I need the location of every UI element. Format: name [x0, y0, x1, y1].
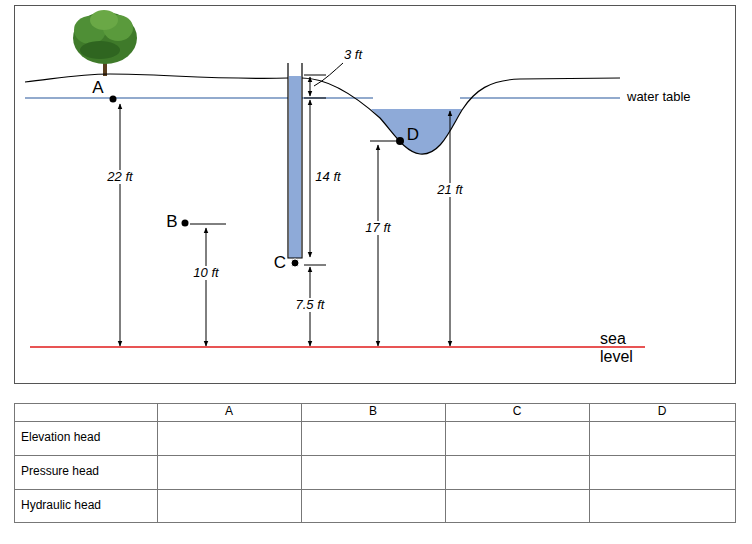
table-header: B [369, 405, 377, 419]
table-header: C [513, 405, 522, 419]
frame [15, 6, 736, 384]
pond [371, 109, 462, 154]
well [288, 63, 302, 258]
sea-level-line [30, 346, 645, 348]
dimension-label: 21 ft [435, 183, 464, 198]
point-dot [291, 259, 299, 267]
point-label: C [274, 253, 286, 273]
dimension-label: 14 ft [313, 170, 342, 185]
table-row-label: Hydraulic head [21, 499, 101, 513]
sea-level-label: sea level [600, 330, 644, 367]
dimension-label: 17 ft [363, 221, 392, 236]
dimension-label: 22 ft [105, 170, 134, 185]
table-row-label: Elevation head [21, 431, 100, 445]
point-label: D [407, 125, 419, 145]
table-row-label: Pressure head [21, 465, 99, 479]
table-grid [15, 404, 736, 523]
ground-surface [25, 74, 620, 154]
tree [73, 10, 137, 76]
dimension-label: 10 ft [191, 266, 220, 281]
dimension-label: 7.5 ft [294, 298, 327, 313]
point-label: A [92, 78, 103, 98]
point-label: B [166, 212, 177, 232]
water-table-label: water table [625, 90, 693, 105]
point-dot [182, 220, 189, 227]
point-dot [396, 137, 404, 145]
point-dot [110, 96, 117, 103]
dimension-arrows [120, 63, 450, 346]
table-header: A [225, 405, 233, 419]
reference-tick [190, 75, 396, 265]
table-header: D [658, 405, 667, 419]
dimension-label: 3 ft [344, 48, 362, 63]
